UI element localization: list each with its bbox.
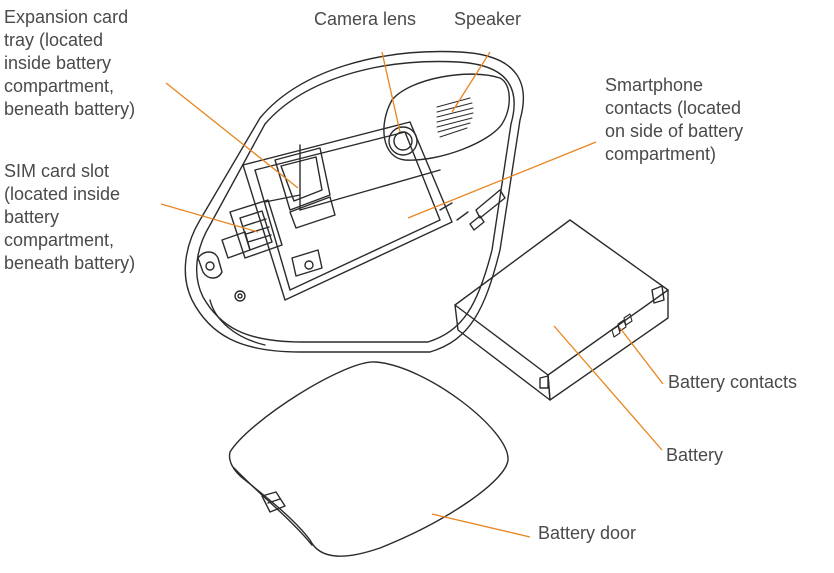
label-smartphone-contacts: Smartphone contacts (located on side of …	[605, 74, 743, 166]
label-line: on side of battery	[605, 121, 744, 141]
label-line: compartment,	[4, 230, 115, 250]
battery-compartment	[242, 121, 453, 301]
label-line: compartment,	[4, 76, 115, 96]
label-line: beneath battery)	[4, 253, 136, 273]
battery-door-shape	[228, 361, 509, 557]
leader-lines	[160, 51, 664, 538]
leader-battery-door	[431, 513, 531, 538]
label-battery-contacts: Battery contacts	[668, 371, 797, 394]
label-speaker: Speaker	[454, 8, 521, 31]
label-camera-lens: Camera lens	[314, 8, 416, 31]
leader-battery	[553, 325, 663, 451]
label-line: Expansion card	[4, 7, 129, 27]
battery-contacts-shape	[611, 313, 633, 338]
leader-sim-card-slot	[160, 203, 259, 233]
label-line: Camera lens	[314, 9, 417, 29]
label-line: Battery contacts	[668, 372, 798, 392]
label-line: compartment)	[605, 144, 717, 164]
label-expansion-card-tray: Expansion card tray (located inside batt…	[4, 6, 135, 121]
label-battery-door: Battery door	[538, 522, 636, 545]
bottom-connector	[197, 231, 251, 302]
label-line: inside battery	[4, 53, 112, 73]
label-line: Smartphone	[605, 75, 704, 95]
leader-camera-lens	[381, 51, 401, 133]
label-line: tray (located	[4, 30, 104, 50]
side-buttons	[439, 189, 506, 231]
battery-shape	[454, 219, 669, 401]
phone-body	[184, 50, 524, 353]
label-line: Speaker	[454, 9, 522, 29]
label-battery: Battery	[666, 444, 723, 467]
compartment-connector	[291, 249, 323, 277]
label-line: Battery door	[538, 523, 637, 543]
expansion-card-tray-shape	[274, 147, 336, 229]
leader-smartphone-contacts	[407, 141, 597, 219]
leader-speaker	[451, 51, 491, 113]
label-line: battery	[4, 207, 60, 227]
label-line: beneath battery)	[4, 99, 136, 119]
leader-expansion-card-tray	[165, 82, 299, 189]
label-line: SIM card slot	[4, 161, 110, 181]
label-sim-card-slot: SIM card slot (located inside battery co…	[4, 160, 135, 275]
leader-battery-contacts	[619, 327, 664, 385]
camera-pod	[383, 73, 510, 161]
label-line: Battery	[666, 445, 724, 465]
label-line: (located inside	[4, 184, 121, 204]
speaker-grille	[436, 97, 474, 138]
label-line: contacts (located	[605, 98, 742, 118]
